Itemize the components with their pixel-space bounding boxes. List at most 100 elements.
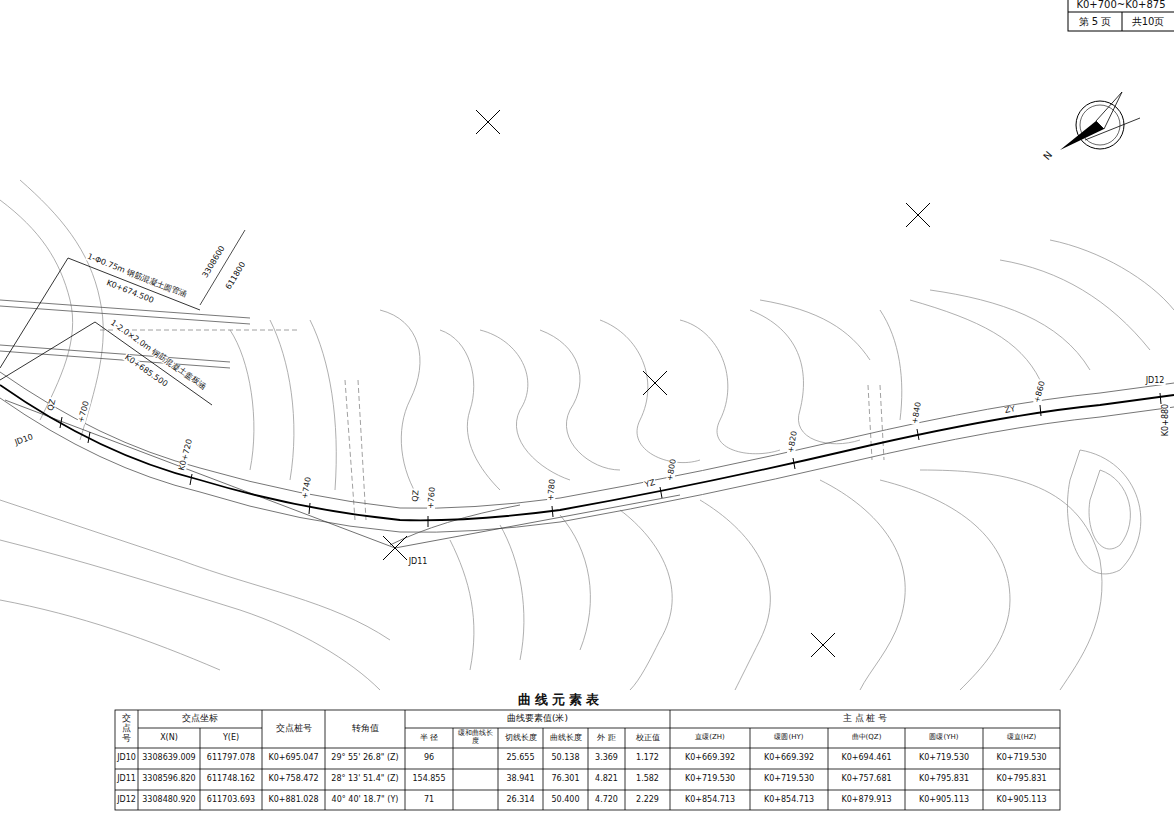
table-cell: 29° 55' 26.8" (Z) bbox=[326, 749, 404, 768]
table-value: 3.369 bbox=[595, 754, 618, 763]
table-cell: 76.301 bbox=[544, 770, 587, 789]
north-label: N bbox=[1041, 149, 1055, 163]
table-header: 缓直(HZ) bbox=[1007, 734, 1037, 742]
table-value: 29° 55' 26.8" (Z) bbox=[331, 754, 398, 763]
table-value: 28° 13' 51.4" (Z) bbox=[331, 775, 398, 784]
sheet-range: K0+700~K0+875 bbox=[1075, 0, 1166, 10]
curve-point: QZ bbox=[46, 397, 57, 412]
table-cell: 4.821 bbox=[589, 770, 624, 789]
table-cell: 3308596.820 bbox=[139, 770, 199, 789]
coordinate-value: 3308600 bbox=[201, 244, 227, 280]
sheet-total: 共10页 bbox=[1131, 17, 1166, 27]
sheet-box bbox=[1068, 0, 1174, 31]
table-value: K0+795.831 bbox=[919, 775, 969, 784]
table-cell: K0+905.113 bbox=[906, 791, 982, 809]
leader-lines bbox=[0, 258, 212, 405]
table-cell: 154.855 bbox=[406, 770, 452, 789]
table-header: 曲中(QZ) bbox=[852, 734, 882, 742]
ditch-lines bbox=[100, 330, 884, 520]
station-ticks bbox=[60, 393, 1161, 527]
table-header: 切线长度 bbox=[505, 734, 537, 743]
table-value: 1.582 bbox=[636, 775, 659, 784]
table-cell: K0+669.392 bbox=[671, 749, 749, 768]
table-value: 50.400 bbox=[552, 796, 580, 805]
table-cell: K0+694.461 bbox=[829, 749, 904, 768]
curve-point: QZ bbox=[411, 489, 420, 503]
table-cell: 50.138 bbox=[544, 749, 587, 768]
table-cell: K0+758.472 bbox=[263, 770, 324, 789]
intersection-label: JD11 bbox=[408, 558, 429, 566]
table-header: 校正值 bbox=[636, 734, 660, 743]
table-title: 曲线元素表 bbox=[517, 693, 604, 706]
table-value: 96 bbox=[424, 754, 434, 763]
table-value: K0+757.681 bbox=[841, 775, 891, 784]
table-value: K0+854.713 bbox=[764, 796, 814, 805]
table-header: 曲线要素值(米) bbox=[507, 714, 568, 724]
table-value: 611797.078 bbox=[207, 754, 255, 763]
table-cell: X(N) bbox=[139, 729, 199, 747]
table-header: 半 径 bbox=[420, 734, 439, 743]
table-cell: 曲线要素值(米) bbox=[406, 711, 669, 727]
table-value: K0+669.392 bbox=[764, 754, 814, 763]
table-cell: 96 bbox=[406, 749, 452, 768]
table-value: 3308639.009 bbox=[142, 754, 195, 763]
table-value: K0+905.113 bbox=[919, 796, 969, 805]
table-header: 转角值 bbox=[352, 724, 379, 734]
table-cell: 交点坐标 bbox=[139, 711, 261, 727]
table-value: K0+694.461 bbox=[841, 754, 891, 763]
table-value: 40° 40' 18.7" (Y) bbox=[332, 796, 399, 805]
table-value: K0+879.913 bbox=[841, 796, 891, 805]
table-value: 154.855 bbox=[412, 775, 445, 784]
north-arrow bbox=[1060, 92, 1140, 150]
table-value: K0+719.530 bbox=[919, 754, 969, 763]
table-cell: 1.582 bbox=[626, 770, 669, 789]
curve-point: ZY bbox=[1003, 405, 1017, 415]
table-cell: 2.229 bbox=[626, 791, 669, 809]
table-value: 38.941 bbox=[507, 775, 535, 784]
table-cell: K0+795.831 bbox=[906, 770, 982, 789]
table-cell: 转角值 bbox=[326, 711, 404, 747]
station-label: +860 bbox=[1033, 379, 1047, 404]
table-cell: 外 距 bbox=[589, 729, 624, 747]
table-cell: 40° 40' 18.7" (Y) bbox=[326, 791, 404, 809]
table-header: X(N) bbox=[160, 734, 178, 743]
station-label: +820 bbox=[787, 429, 799, 454]
table-header: 缓圆(HY) bbox=[774, 734, 803, 742]
intersection-label: JD10 bbox=[13, 433, 35, 448]
table-value: K0+695.047 bbox=[268, 754, 318, 763]
table-cell: 28° 13' 51.4" (Z) bbox=[326, 770, 404, 789]
table-value: 25.655 bbox=[507, 754, 535, 763]
sheet-number: 第 5 页 bbox=[1078, 17, 1113, 27]
road-centerline bbox=[0, 385, 1174, 520]
table-cell: 50.400 bbox=[544, 791, 587, 809]
table-cell: 3308639.009 bbox=[139, 749, 199, 768]
table-value: 4.720 bbox=[595, 796, 618, 805]
table-value: 4.821 bbox=[595, 775, 618, 784]
table-cell: K0+881.028 bbox=[263, 791, 324, 809]
table-value: 611748.162 bbox=[207, 775, 255, 784]
station-label: +800 bbox=[666, 457, 678, 482]
table-header: 缓和曲线长 度 bbox=[454, 730, 497, 745]
table-cell: 71 bbox=[406, 791, 452, 809]
table-cell: K0+757.681 bbox=[829, 770, 904, 789]
table-cell: 缓圆(HY) bbox=[751, 729, 827, 747]
table-cell: 611703.693 bbox=[201, 791, 261, 809]
table-value: JD10 bbox=[117, 754, 136, 763]
table-cell: 圆缓(YH) bbox=[906, 729, 982, 747]
table-value: 71 bbox=[424, 796, 434, 805]
table-value: 1.172 bbox=[636, 754, 659, 763]
curve-point: YZ bbox=[643, 479, 657, 490]
table-header: 圆缓(YH) bbox=[929, 734, 958, 742]
table-header: 曲线长度 bbox=[550, 734, 582, 743]
road-edges bbox=[0, 372, 1174, 545]
table-value: K0+719.530 bbox=[764, 775, 814, 784]
table-header: 交点坐标 bbox=[182, 714, 218, 724]
table-cell: 曲中(QZ) bbox=[829, 729, 904, 747]
table-value: 50.138 bbox=[552, 754, 580, 763]
table-cell: 校正值 bbox=[626, 729, 669, 747]
table-value: 611703.693 bbox=[207, 796, 255, 805]
table-cell: 缓直(HZ) bbox=[984, 729, 1059, 747]
table-value: K0+719.530 bbox=[996, 754, 1046, 763]
table-header: 直缓(ZH) bbox=[695, 734, 725, 742]
table-cell: 交点桩号 bbox=[263, 711, 324, 747]
